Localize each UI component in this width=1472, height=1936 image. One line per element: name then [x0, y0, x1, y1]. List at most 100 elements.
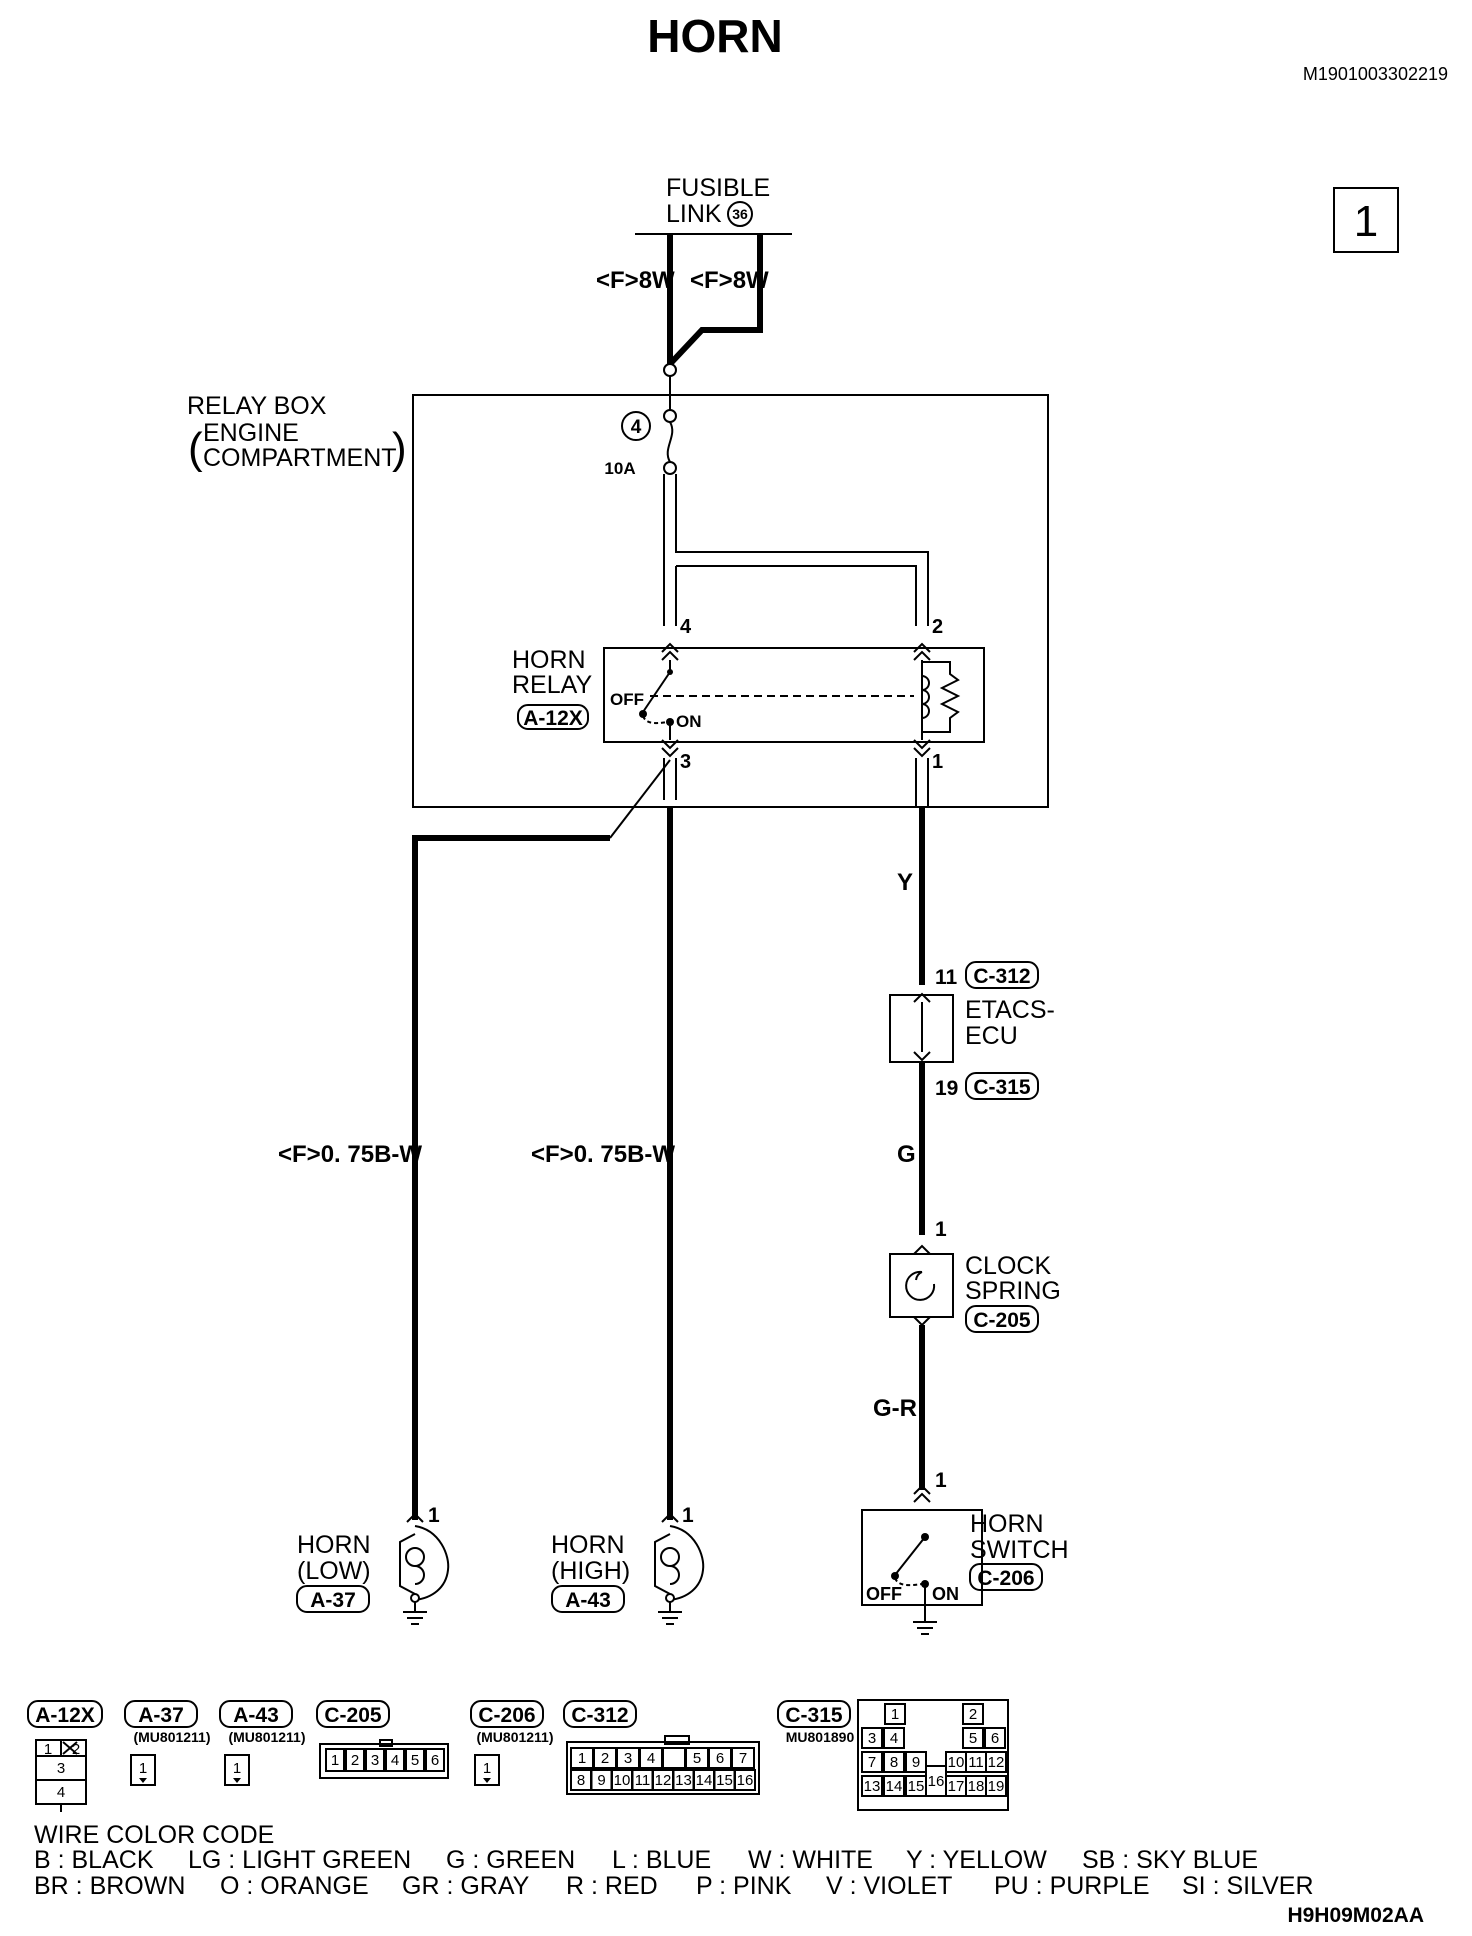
legend-row2-7: SI : SILVER — [1182, 1872, 1314, 1900]
c315-pin-11: 11 — [968, 1754, 984, 1771]
fusible-link-number: 36 — [732, 206, 748, 222]
c205-pin-6-cell — [425, 1748, 445, 1772]
c315-pin-19: 19 — [988, 1778, 1005, 1795]
legend-row2-4: P : PINK — [696, 1872, 792, 1900]
wire-color-gr: G-R — [873, 1395, 917, 1422]
fuse-number: 4 — [631, 417, 642, 438]
clock-spring-connector: C-205 — [973, 1309, 1031, 1332]
relay-pin-2: 2 — [932, 616, 943, 638]
c315-pin-7-cell — [861, 1751, 883, 1773]
horn-low-line1: HORN — [297, 1531, 371, 1559]
page-number: 1 — [1354, 197, 1378, 246]
figure-id: H9H09M02AA — [1287, 1904, 1424, 1927]
connector-a-12x-name: A-12X — [35, 1704, 95, 1727]
c205-pin-3: 3 — [371, 1752, 379, 1769]
horn-high-connector: A-43 — [565, 1589, 611, 1612]
c205-pin-5: 5 — [411, 1752, 419, 1769]
c315-pin-18: 18 — [968, 1778, 985, 1795]
connector-a-37-name: A-37 — [138, 1704, 184, 1727]
legend-row2-6: PU : PURPLE — [994, 1872, 1150, 1900]
c312-pin-14: 14 — [696, 1772, 713, 1789]
c205-pin-4-cell — [385, 1748, 405, 1772]
clock-spring-line1: CLOCK — [965, 1252, 1051, 1280]
etacs-pin-in: 11 — [935, 966, 958, 989]
wire-color-legend: WIRE COLOR CODE B : BLACK LG : LIGHT GRE… — [34, 1821, 1314, 1900]
legend-row2-1: O : ORANGE — [220, 1872, 369, 1900]
fusible-link-line2: LINK — [666, 200, 722, 228]
connector-c-315-part: MU801890 — [786, 1729, 855, 1745]
etacs-conn-out: C-315 — [973, 1076, 1031, 1099]
c315-pin-13: 13 — [864, 1778, 881, 1795]
wire-label-top-right: <F>8W — [690, 267, 769, 294]
c312-pin-8: 8 — [577, 1772, 585, 1789]
connector-c-315-name: C-315 — [785, 1704, 843, 1727]
relay-pin-4: 4 — [680, 616, 692, 638]
c315-pin-5: 5 — [969, 1730, 977, 1747]
c315-pin-3-cell — [861, 1727, 883, 1749]
legend-row2-5: V : VIOLET — [826, 1872, 952, 1900]
c315-pin-14-cell — [883, 1775, 905, 1797]
doc-id: M1901003302219 — [1303, 64, 1448, 84]
relay-box — [412, 394, 1049, 808]
connector-c-206-part: (MU801211) — [476, 1729, 553, 1745]
horn-low-pin: 1 — [428, 1504, 440, 1527]
wire-color-mid-ground: <F>0. 75B-W — [531, 1141, 675, 1168]
horn-low-connector: A-37 — [310, 1589, 356, 1612]
relay-box-line3: COMPARTMENT — [203, 444, 397, 472]
etacs-line2: ECU — [965, 1022, 1018, 1050]
c315-pin-6: 6 — [991, 1730, 999, 1747]
legend-row1-4: W : WHITE — [748, 1846, 873, 1874]
relay-box-line1: RELAY BOX — [187, 392, 327, 420]
c312-pin-3: 3 — [624, 1750, 632, 1767]
horn-low: 1 HORN (LOW) A-37 — [296, 1504, 450, 1625]
c315-pin-3: 3 — [868, 1730, 876, 1747]
connector-a-37-part: (MU801211) — [133, 1729, 210, 1745]
a12x-pin-2: 2 — [72, 1741, 80, 1758]
horn-relay-connector: A-12X — [523, 707, 583, 730]
horn-switch: 1 OFF ON HORN SWITCH C-206 — [861, 1469, 1069, 1635]
a37-pin-1: 1 — [139, 1760, 147, 1777]
relay-off: OFF — [610, 690, 644, 709]
a12x-pin-4: 4 — [57, 1784, 65, 1801]
etacs-pin-out: 19 — [935, 1077, 958, 1100]
connector-c-206-name: C-206 — [478, 1704, 535, 1727]
c315-pin-2: 2 — [969, 1706, 977, 1723]
c315-pin-4: 4 — [890, 1730, 898, 1747]
c205-pin-3-cell — [365, 1748, 385, 1772]
horn-low-line2: (LOW) — [297, 1557, 371, 1585]
c312-pin-13: 13 — [675, 1772, 692, 1789]
c315-pin-8: 8 — [890, 1754, 898, 1771]
relay-box-close-paren: ) — [392, 424, 407, 473]
c312-pin-12: 12 — [655, 1772, 672, 1789]
horn-relay-line2: RELAY — [512, 671, 592, 699]
etacs-line1: ETACS- — [965, 996, 1055, 1024]
connector-c-312-name: C-312 — [571, 1704, 628, 1727]
c312-pin-15: 15 — [716, 1772, 733, 1789]
legend-row1-3: L : BLUE — [612, 1846, 711, 1874]
c315-pin-1-cell — [884, 1703, 906, 1725]
c315-pin-12: 12 — [988, 1754, 1005, 1771]
horn-switch-pin: 1 — [935, 1469, 947, 1492]
c315-pin-2-cell — [962, 1703, 984, 1725]
horn-high: 1 HORN (HIGH) A-43 — [551, 1504, 705, 1625]
legend-row1-1: LG : LIGHT GREEN — [188, 1846, 411, 1874]
c205-pin-2: 2 — [351, 1752, 359, 1769]
c315-pin-12-cell — [985, 1751, 1007, 1773]
c206-pin-1: 1 — [483, 1760, 491, 1777]
etacs-ecu: ETACS- ECU 11 C-312 19 C-315 — [889, 961, 1055, 1100]
legend-row1-6: SB : SKY BLUE — [1082, 1846, 1258, 1874]
fuse-4: 4 10A — [604, 376, 677, 478]
c315-pin-13-cell — [861, 1775, 883, 1797]
c312-key-slot-cell — [662, 1747, 686, 1769]
c315-pin-8-cell — [883, 1751, 905, 1773]
c312-pin-16-cell — [734, 1769, 756, 1791]
relay-internal-wiring — [663, 474, 929, 626]
legend-row2-0: BR : BROWN — [34, 1872, 185, 1900]
legend-row2-2: GR : GRAY — [402, 1872, 530, 1900]
wire-color-left-ground: <F>0. 75B-W — [278, 1141, 422, 1168]
page-title: HORN — [647, 10, 782, 62]
c312-pin-11: 11 — [635, 1772, 651, 1789]
